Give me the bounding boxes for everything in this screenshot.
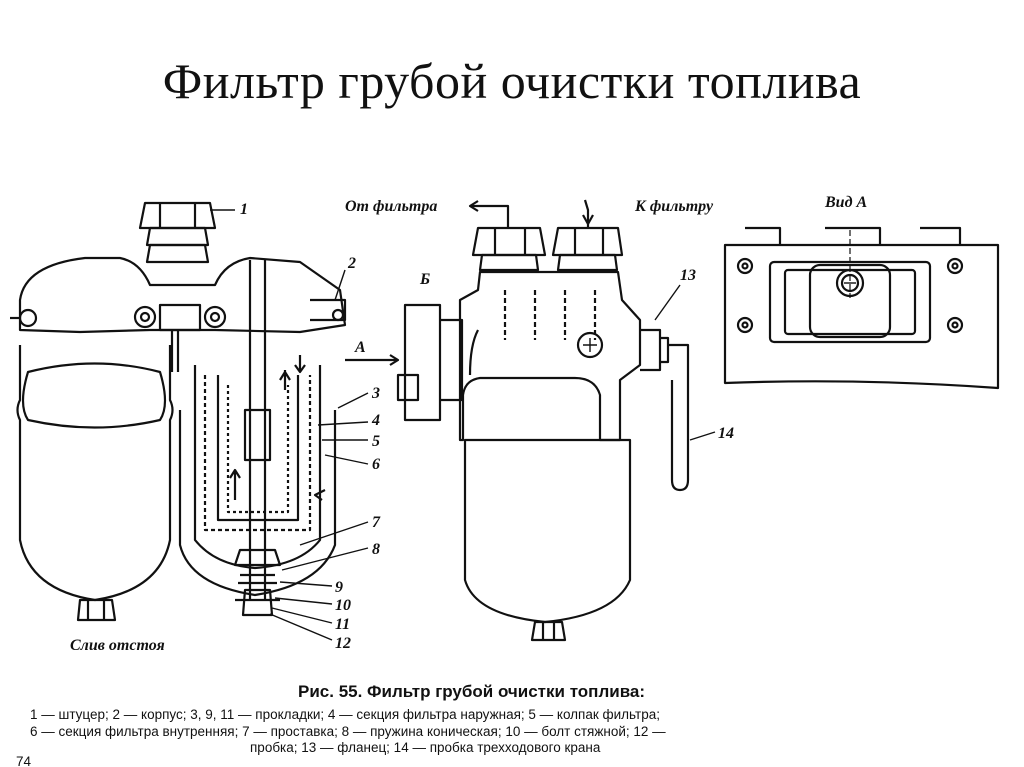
label-10: 10 — [335, 597, 351, 614]
middle-filter-body-drawing — [345, 199, 690, 642]
label-14: 14 — [718, 425, 734, 442]
label-9: 9 — [335, 579, 343, 596]
label-sliv-otstoya: Слив отстоя — [70, 637, 165, 654]
label-ot-filtra: От фильтра — [345, 198, 437, 215]
caption-line-1: 1 — штуцер; 2 — корпус; 3, 9, 11 — прокл… — [30, 707, 660, 722]
slide-title: Фильтр грубой очистки топлива — [162, 53, 862, 109]
view-a-drawing — [723, 226, 1000, 390]
label-13: 13 — [680, 267, 696, 284]
label-6: 6 — [372, 456, 380, 473]
label-2: 2 — [347, 255, 356, 272]
label-a: А — [354, 339, 366, 356]
label-3: 3 — [371, 385, 380, 402]
label-11: 11 — [335, 616, 350, 633]
label-5: 5 — [372, 433, 380, 450]
caption-line-2: 6 — секция фильтра внутренняя; 7 — прост… — [30, 724, 666, 739]
label-1: 1 — [240, 201, 248, 218]
leader-lines — [210, 209, 716, 641]
caption-line-3: пробка; 13 — фланец; 14 — пробка трехход… — [250, 740, 601, 755]
label-8: 8 — [372, 541, 380, 558]
page-number: 74 — [16, 754, 32, 767]
label-12: 12 — [335, 635, 351, 652]
label-b: Б — [419, 271, 430, 288]
left-filter-body-drawing — [10, 201, 347, 622]
caption-title: Рис. 55. Фильтр грубой очистки топлива: — [298, 682, 645, 701]
label-k-filtru: К фильтру — [634, 198, 714, 215]
label-vid-a: Вид А — [824, 194, 868, 211]
label-7: 7 — [372, 514, 381, 531]
label-4: 4 — [371, 412, 380, 429]
